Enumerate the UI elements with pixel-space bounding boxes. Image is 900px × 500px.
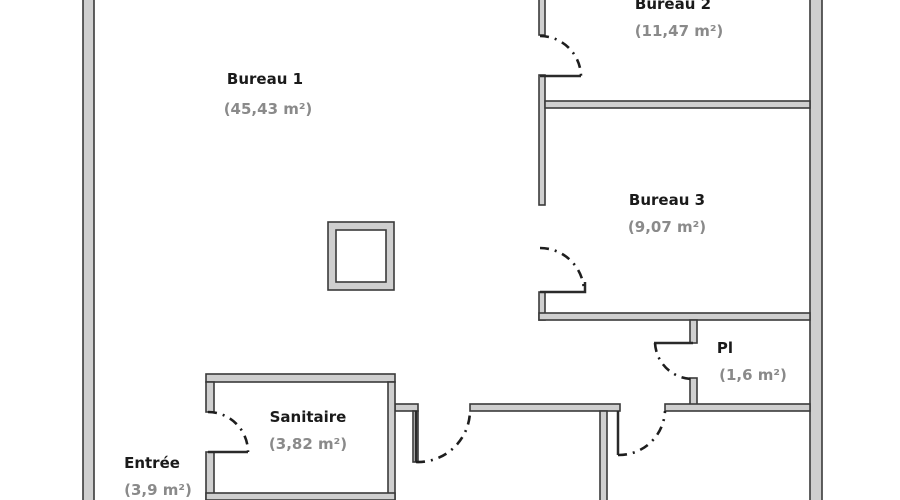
wall-sanitaire-right [387,381,396,500]
room-name-pl: Pl [717,339,733,357]
room-name-entree: Entrée [124,454,180,472]
door-sanitaire-swing [207,410,250,453]
wall-bureau2-bureau3 [544,100,811,109]
wall-corridor-mid [469,403,621,412]
wall-bureau2-left-mid [538,74,546,206]
door-room-a-swing [415,410,472,464]
room-area-bureau-2: (11,47 m²) [635,22,724,40]
outer-wall-left [82,0,95,500]
room-area-entree: (3,9 m²) [124,481,192,499]
wall-sanitaire-top [205,373,396,383]
room-name-bureau-2: Bureau 2 [635,0,711,13]
room-name-bureau-3: Bureau 3 [629,191,705,209]
door-room-b-swing [617,410,667,457]
room-area-bureau-1: (45,43 m²) [224,100,313,118]
wall-sanitaire-bottom [205,492,396,500]
outer-wall-right [809,0,823,500]
wall-pl-left-top [689,319,698,344]
door-bureau2-swing [539,34,583,77]
room-area-bureau-3: (9,07 m²) [628,218,706,236]
wall-sanitaire-left-top [205,381,215,413]
door-pl-swing [653,342,694,381]
room-labels: Bureau 1 (45,43 m²) Bureau 2 (11,47 m²) … [124,0,787,499]
room-area-pl: (1,6 m²) [719,366,787,384]
walls [82,0,823,500]
room-name-sanitaire: Sanitaire [270,408,347,426]
doors [207,34,694,464]
wall-room-divider [599,410,608,500]
wall-bureau2-left-top [538,0,546,36]
door-bureau3-leaf [540,282,587,294]
door-bureau3-swing [539,246,586,293]
wall-bureau3-bottom [538,312,811,321]
room-area-sanitaire: (3,82 m²) [269,435,347,453]
wall-corridor-left [394,403,419,412]
wall-pl-bottom [664,403,811,412]
room-name-bureau-1: Bureau 1 [227,70,303,88]
pillar-inner [335,229,387,283]
